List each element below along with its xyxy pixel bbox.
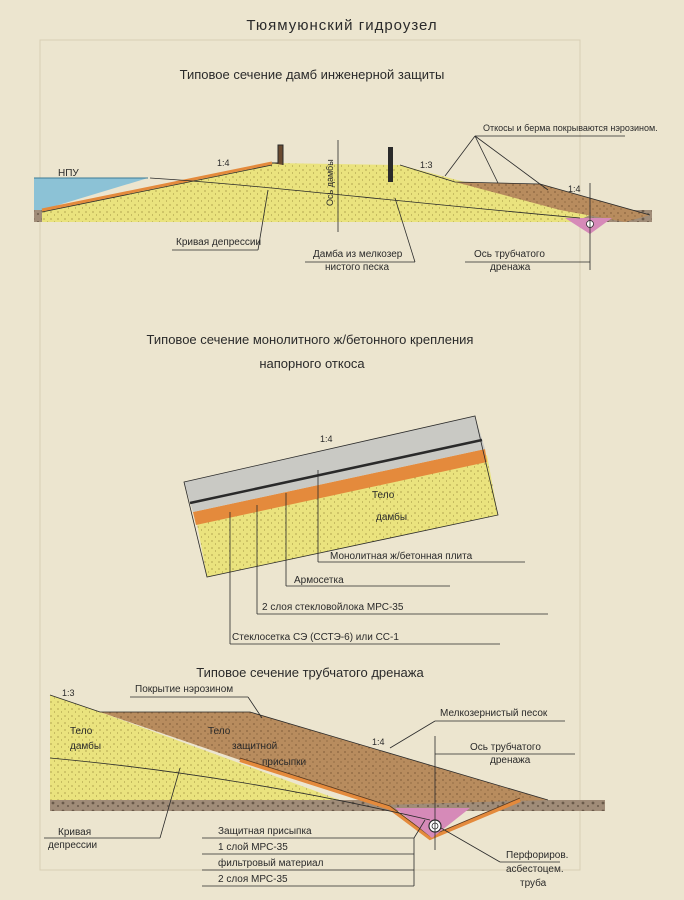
water-level-label: НПУ	[58, 168, 79, 179]
crest-post	[388, 147, 393, 182]
depression-curve-3	[49, 757, 431, 821]
depression-label: Кривая депрессии	[176, 237, 261, 248]
upstream-outline	[41, 164, 273, 213]
drain-layer-filter: фильтровый материал	[218, 857, 324, 869]
section2-heading-line1: Типовое сечение монолитного ж/бетонного …	[147, 332, 474, 347]
coating-leader-1	[444, 135, 476, 177]
drain-axis3-line2: дренажа	[490, 755, 531, 766]
lining-outline	[183, 415, 499, 578]
crest-parapet	[272, 144, 284, 165]
fill-line1: Тело	[208, 726, 231, 737]
upstream-coating	[41, 161, 273, 212]
drain-ground	[50, 800, 605, 811]
pipe-label-line3: труба	[520, 877, 547, 889]
drain-axis-line2: дренажа	[490, 262, 531, 273]
protective-fill-texture	[100, 712, 548, 805]
pipe-label-line1: Перфориров.	[506, 849, 568, 861]
dam-material-line1: Дамба из мелкозер	[313, 248, 403, 260]
right-slope-coating-texture	[455, 182, 650, 222]
fill-line3: присыпки	[262, 757, 306, 768]
lining-body-line1: Тело	[372, 490, 395, 501]
lining-slope-label: 1:4	[320, 434, 333, 444]
slope-outline	[49, 694, 549, 801]
slope-right-label: 1:3	[420, 160, 433, 170]
coating-leader-2	[474, 135, 499, 184]
dam-cross-section	[34, 140, 652, 270]
downstream-slope-line	[399, 164, 651, 216]
slope-drain-label: 1:4	[568, 184, 581, 194]
section3-heading: Типовое сечение трубчатого дренажа	[196, 665, 424, 680]
slope-left-label: 1:4	[217, 158, 230, 168]
drain-body-line2: дамбы	[70, 740, 101, 752]
drain-slope-right: 1:4	[372, 737, 385, 747]
depression3-line2: депрессии	[48, 840, 97, 851]
coating-note: Откосы и берма покрываются нэрозином.	[483, 123, 658, 133]
filter-strip	[239, 758, 521, 841]
drain-body-line1: Тело	[70, 726, 93, 737]
dam-axis-label: Ось дамбы	[325, 159, 335, 206]
sand-label: Мелкозернистый песок	[440, 708, 548, 719]
drain-slope-left: 1:3	[62, 688, 75, 698]
drain-layer-fill: Защитная присыпка	[218, 826, 312, 837]
depression3-line1: Кривая	[58, 827, 91, 838]
drain-layers-leader	[413, 819, 426, 839]
pipe-leader	[440, 827, 501, 863]
lining-layer-glass-mat: 2 слоя стекловойлока МРС-35	[262, 602, 404, 613]
drain-dam-body-texture	[50, 695, 340, 800]
sand-leader	[389, 720, 436, 749]
dam-material-line2: нистого песка	[325, 262, 389, 273]
reservoir-water	[34, 178, 148, 210]
drain-axis-line1: Ось трубчатого	[474, 248, 545, 260]
depression-curve	[149, 177, 581, 219]
depression-leader	[257, 189, 269, 251]
drain-layer-mrs1: 1 слой МРС-35	[218, 842, 288, 853]
lining-layer-mesh: Армосетка	[294, 575, 344, 586]
filter-strip-outline	[239, 757, 521, 837]
coating-leader	[247, 696, 263, 719]
rebar-mesh-line	[189, 438, 483, 505]
main-title: Тюямуюнский гидроузел	[246, 17, 437, 34]
lining-body-line2: дамбы	[376, 511, 407, 523]
section2-heading-line2: напорного откоса	[259, 356, 365, 371]
section1-heading: Типовое сечение дамб инженерной защиты	[180, 67, 445, 82]
lining-layer-concrete: Монолитная ж/бетонная плита	[330, 550, 473, 562]
coating-leader-3	[474, 135, 549, 191]
slope-lining-section	[183, 415, 499, 578]
depression3-leader	[159, 767, 181, 839]
dam-material-leader	[394, 197, 416, 263]
pipe-label-line2: асбестоцем.	[506, 863, 564, 875]
lining-layer-glass-net: Стеклосетка СЭ (ССТЭ-6) или СС-1	[232, 632, 399, 643]
drain-section	[49, 694, 605, 850]
lining-dam-body-texture	[196, 455, 498, 577]
glass-mat-layer	[193, 449, 487, 525]
fill-line2: защитной	[232, 741, 277, 752]
coating-label: Покрытие нэрозином	[135, 684, 233, 695]
drain-layer-mrs2: 2 слоя МРС-35	[218, 874, 288, 885]
drain-axis3-line1: Ось трубчатого	[470, 741, 541, 753]
